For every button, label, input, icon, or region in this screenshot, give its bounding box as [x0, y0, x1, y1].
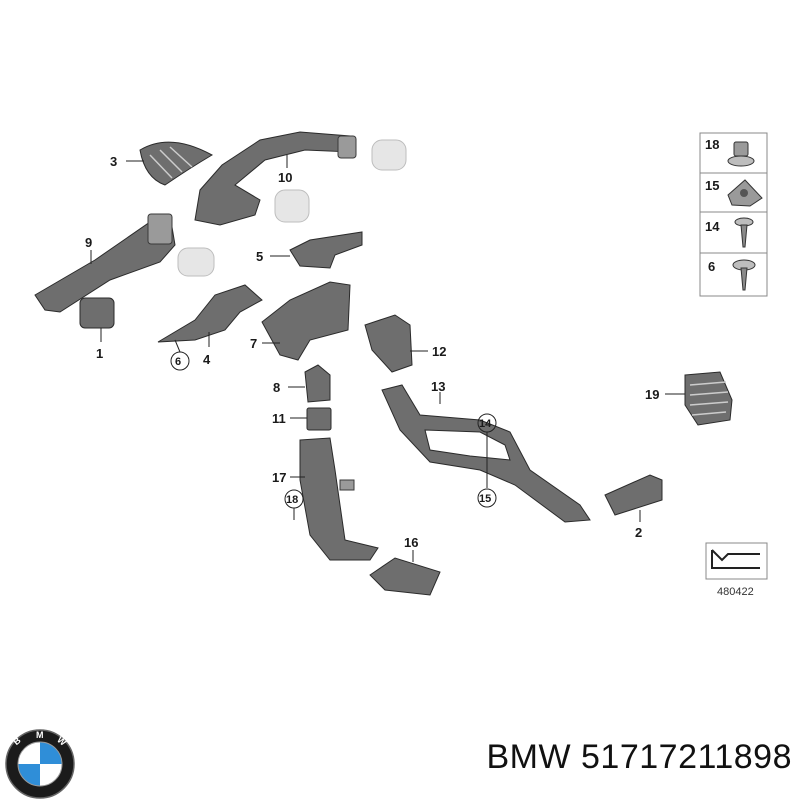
part-8-duct-piece: [304, 364, 331, 403]
label-7: 7: [250, 336, 257, 351]
bmw-logo: B M W: [5, 729, 75, 799]
part-1-small-vent: [79, 297, 115, 329]
svg-text:B: B: [11, 735, 23, 747]
part-10-upper-duct: [194, 131, 357, 226]
label-13: 13: [431, 379, 445, 394]
label-14-callout: 14: [479, 418, 492, 430]
part-9-left-duct: [34, 213, 176, 313]
leader-6: [174, 339, 181, 353]
part-12-bracket-duct: [364, 314, 413, 373]
reference-box: 480422: [705, 542, 768, 598]
reference-code: 480422: [717, 586, 754, 598]
part-4-duct-elbow: [157, 284, 263, 343]
screw-icon: [734, 217, 754, 248]
legend-label-6: 6: [708, 259, 715, 274]
part-3-vent-grille: [139, 141, 214, 186]
part-13-floor-duct: [381, 384, 591, 523]
part-17-vertical-duct: [299, 437, 379, 561]
label-10: 10: [278, 170, 292, 185]
part-19-rear-vent: [684, 371, 733, 426]
legend-label-14: 14: [705, 219, 720, 234]
part-10-ghost-clip-b: [274, 189, 310, 223]
part-9-ghost-clip: [177, 247, 215, 277]
arrow-icon: [711, 549, 760, 562]
part-2-console-vent: [604, 474, 663, 516]
label-2: 2: [635, 525, 642, 540]
label-15-callout: 15: [479, 493, 491, 505]
screw-washer-icon: [732, 259, 756, 291]
part-7-center-duct: [261, 281, 351, 361]
label-18-callout: 18: [286, 494, 298, 506]
clip-nut-icon: [727, 179, 763, 207]
label-11: 11: [272, 411, 286, 426]
label-16: 16: [404, 535, 418, 550]
part-5-duct-connector: [289, 231, 363, 269]
label-3: 3: [110, 154, 117, 169]
label-1: 1: [96, 346, 103, 361]
svg-text:M: M: [36, 730, 44, 740]
part-11-seal: [306, 407, 332, 431]
label-19: 19: [645, 387, 659, 402]
label-4: 4: [203, 352, 211, 367]
label-6-callout: 6: [175, 356, 181, 368]
part-10-ghost-clip-a: [371, 139, 407, 171]
label-12: 12: [432, 344, 446, 359]
label-8: 8: [273, 380, 280, 395]
part-number-caption: BMW 51717211898: [486, 738, 792, 776]
fastener-legend: 18 15 14 6: [699, 132, 768, 297]
label-9: 9: [85, 235, 92, 250]
part-16-floor-duct-end: [369, 557, 441, 596]
legend-label-18: 18: [705, 137, 719, 152]
nut-icon: [727, 141, 755, 167]
callout-circle-15: [477, 488, 497, 508]
legend-label-15: 15: [705, 178, 719, 193]
label-5: 5: [256, 249, 263, 264]
label-17: 17: [272, 470, 286, 485]
